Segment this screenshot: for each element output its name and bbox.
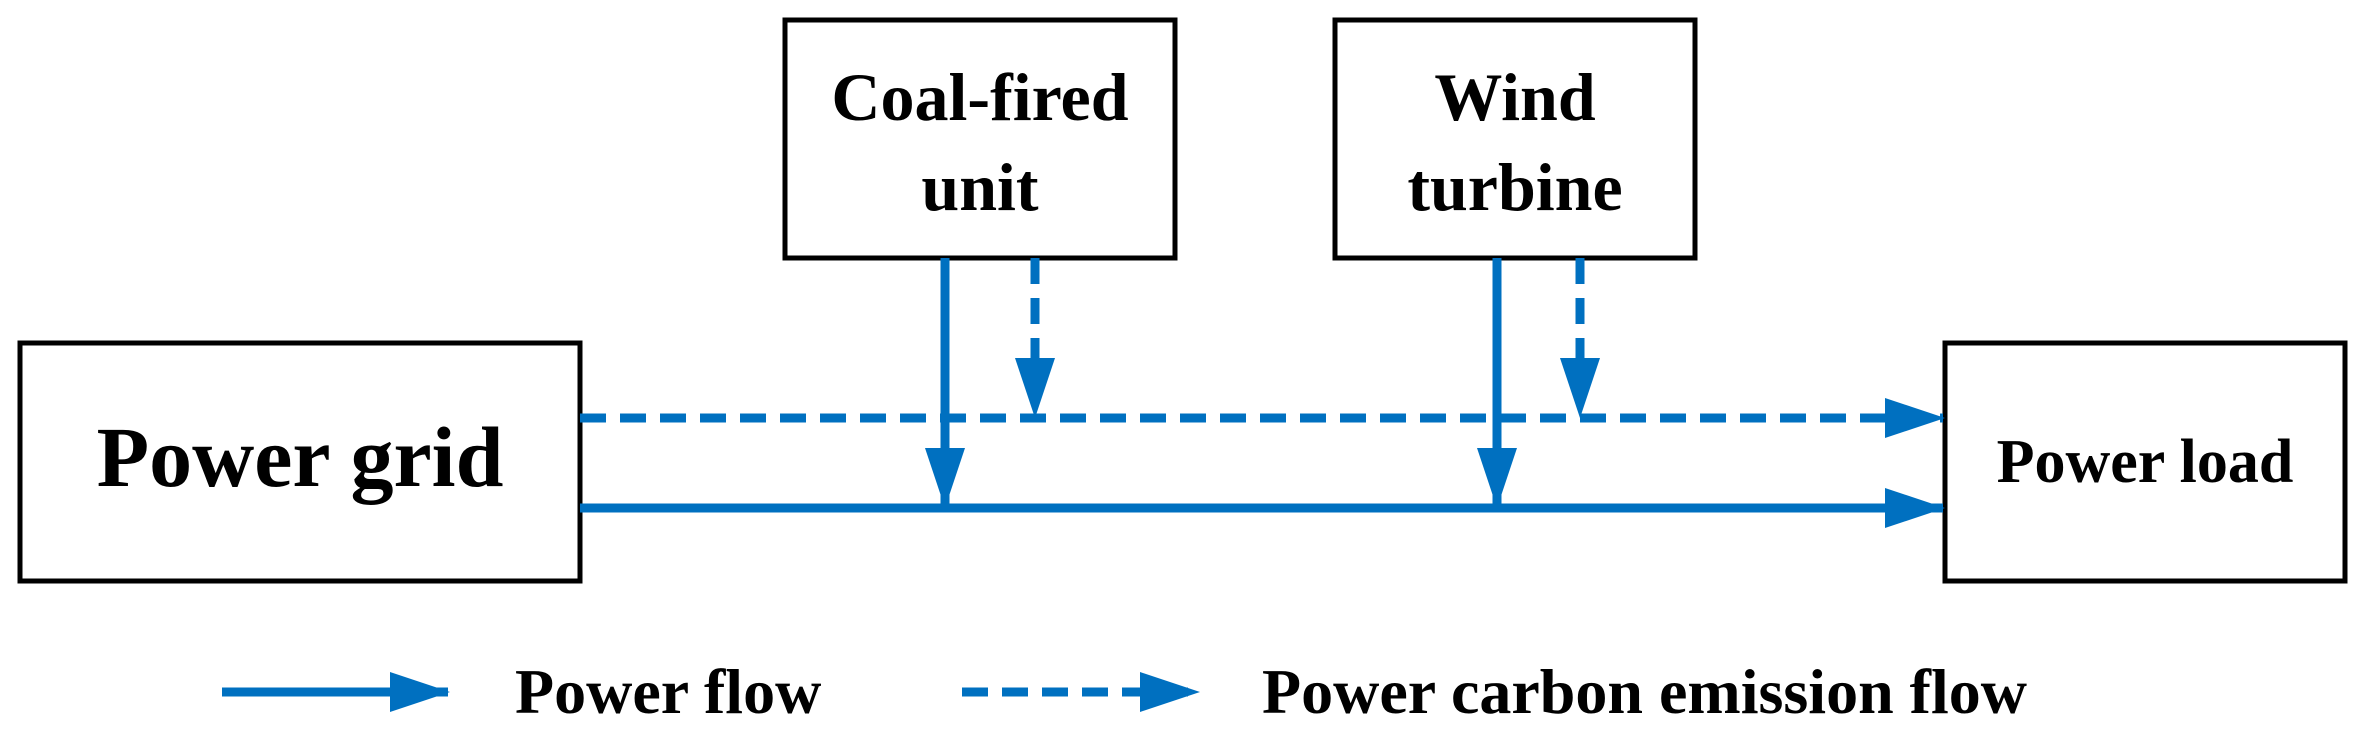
- node-power-load: Power load: [1942, 340, 2348, 584]
- legend-item-power-flow: Power flow: [222, 656, 821, 727]
- legend: Power flow Power carbon emission flow: [222, 656, 2027, 727]
- coal-fired-unit-label-line1: Coal-fired: [831, 59, 1128, 135]
- power-grid-box: [17, 340, 583, 584]
- power-load-label: Power load: [1997, 428, 2294, 496]
- wind-turbine-box: [1332, 17, 1698, 261]
- legend-power-flow-label: Power flow: [515, 656, 821, 727]
- wind-turbine-label-line2: turbine: [1407, 149, 1622, 225]
- node-power-grid: Power grid: [17, 340, 583, 584]
- coal-fired-unit-label-line2: unit: [921, 149, 1039, 225]
- legend-item-carbon-flow: Power carbon emission flow: [962, 656, 2027, 727]
- power-grid-label: Power grid: [97, 409, 504, 505]
- power-load-box: [1942, 340, 2348, 584]
- wind-turbine-label-line1: Wind: [1434, 59, 1595, 135]
- node-wind-turbine: Wind turbine: [1332, 17, 1698, 261]
- node-coal-fired-unit: Coal-fired unit: [782, 17, 1178, 261]
- legend-carbon-flow-label: Power carbon emission flow: [1262, 656, 2027, 727]
- coal-fired-unit-box: [782, 17, 1178, 261]
